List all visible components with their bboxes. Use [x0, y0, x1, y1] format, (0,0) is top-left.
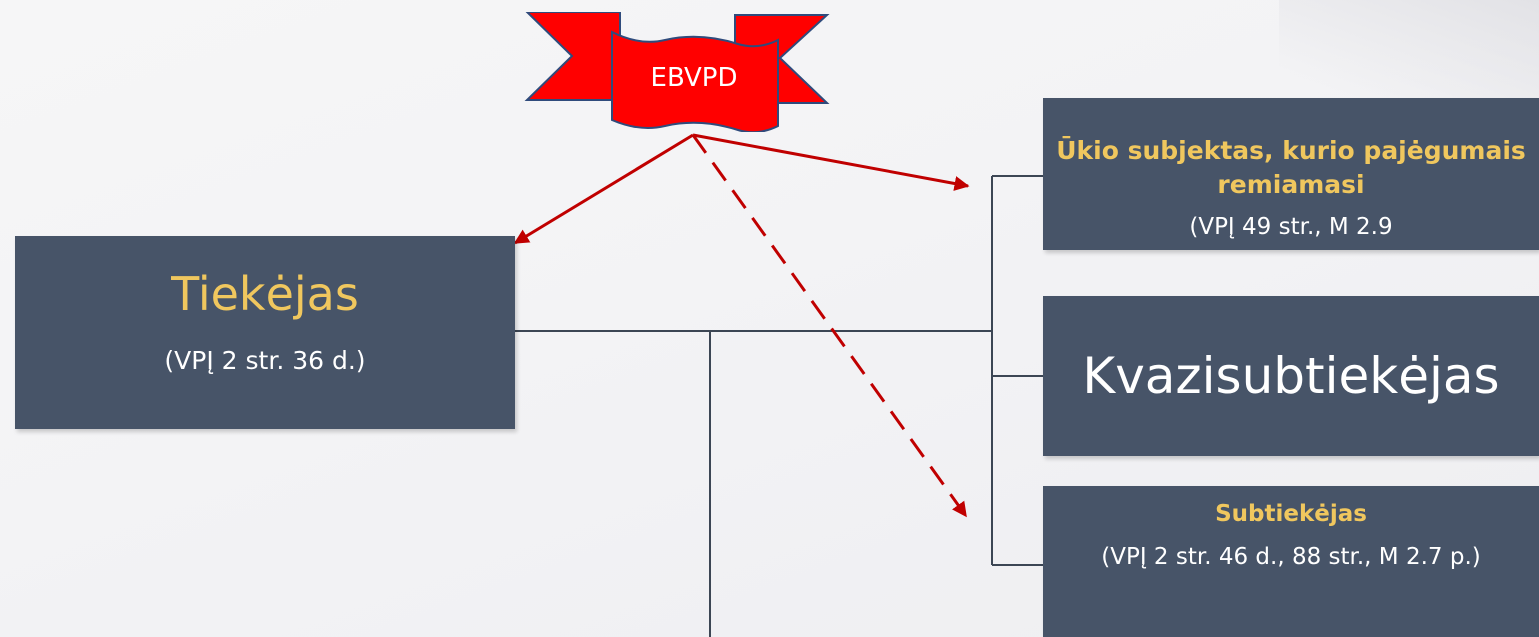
arrow-to-relied-entity: [692, 133, 970, 191]
quasi-subcontractor-title: Kvazisubtiekėjas: [1082, 347, 1500, 405]
tree-connector: [515, 175, 1043, 637]
relied-entity-title: Ūkio subjektas, kurio pajėgumais remiama…: [1056, 136, 1526, 199]
supplier-reference: (VPĮ 2 str. 36 d.): [164, 346, 366, 375]
supplier-title: Tiekėjas: [171, 267, 359, 321]
quasi-subcontractor-box: Kvazisubtiekėjas: [1043, 296, 1539, 456]
arrow-to-supplier: [513, 133, 694, 245]
supplier-box: Tiekėjas (VPĮ 2 str. 36 d.): [15, 236, 515, 429]
banner-label: EBVPD: [650, 63, 738, 93]
relied-entity-reference: (VPĮ 49 str., M 2.9: [1189, 214, 1393, 240]
subcontractor-box: Subtiekėjas (VPĮ 2 str. 46 d., 88 str., …: [1043, 486, 1539, 637]
ebvpd-banner: [524, 12, 830, 132]
subcontractor-reference: (VPĮ 2 str. 46 d., 88 str., M 2.7 p.): [1101, 544, 1481, 570]
banner-left-tail: [524, 12, 621, 101]
dashed-arrow-to-subcontractor: [691, 134, 968, 518]
subcontractor-title: Subtiekėjas: [1215, 501, 1367, 527]
banner-center: [611, 30, 779, 132]
relied-entity-box: Ūkio subjektas, kurio pajėgumais remiama…: [1043, 98, 1539, 250]
